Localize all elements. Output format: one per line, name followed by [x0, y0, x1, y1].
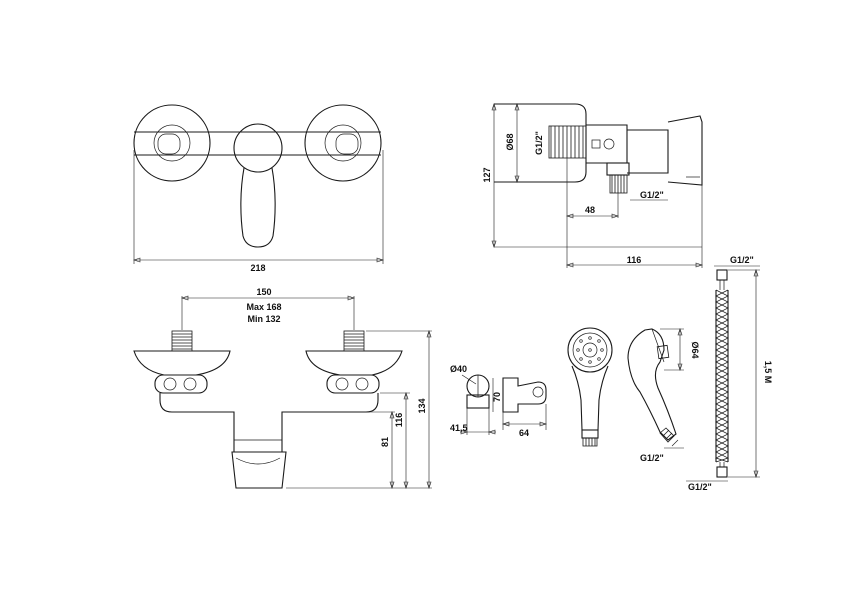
- hose: G1/2" 1,5 M G1/2": [686, 255, 773, 492]
- side-depth-label: 116: [627, 255, 642, 265]
- wall-holder: Ø40 41,5 64 70: [450, 364, 547, 438]
- holder-depth-label: 64: [519, 428, 529, 438]
- side-height-label: 127: [482, 167, 492, 182]
- bottom-spacing-max-label: Max 168: [246, 302, 281, 312]
- bottom-view: 150 Max 168 Min 132 134: [133, 287, 432, 489]
- holder-diameter-label: Ø40: [450, 364, 467, 374]
- bottom-spacing-min-label: Min 132: [247, 314, 280, 324]
- front-width-label: 218: [250, 263, 265, 273]
- side-diameter-label: Ø68: [505, 133, 515, 150]
- side-view: Ø68 G1/2" 127 48 G1/2" 116: [482, 103, 703, 268]
- hand-shower: Ø64 G1/2": [567, 327, 700, 463]
- holder-height-label: 70: [492, 392, 502, 402]
- bottom-height-total-label: 134: [417, 398, 427, 413]
- bottom-height-low-label: 81: [380, 437, 390, 447]
- bottom-height-mid-label: 116: [394, 413, 404, 428]
- holder-width-label: 41,5: [450, 423, 468, 433]
- hose-length-label: 1,5 M: [763, 361, 773, 384]
- side-outlet-thread-label: G1/2": [640, 190, 664, 200]
- side-thread-label: G1/2": [534, 131, 544, 155]
- shower-thread-label: G1/2": [640, 453, 664, 463]
- spray-nozzles: [576, 336, 604, 364]
- hose-top-thread-label: G1/2": [730, 255, 754, 265]
- shower-diameter-label: Ø64: [690, 341, 700, 358]
- bottom-spacing-label: 150: [256, 287, 271, 297]
- side-outlet-offset-label: 48: [585, 205, 595, 215]
- hose-bottom-thread-label: G1/2": [688, 482, 712, 492]
- front-view: 218: [133, 104, 384, 273]
